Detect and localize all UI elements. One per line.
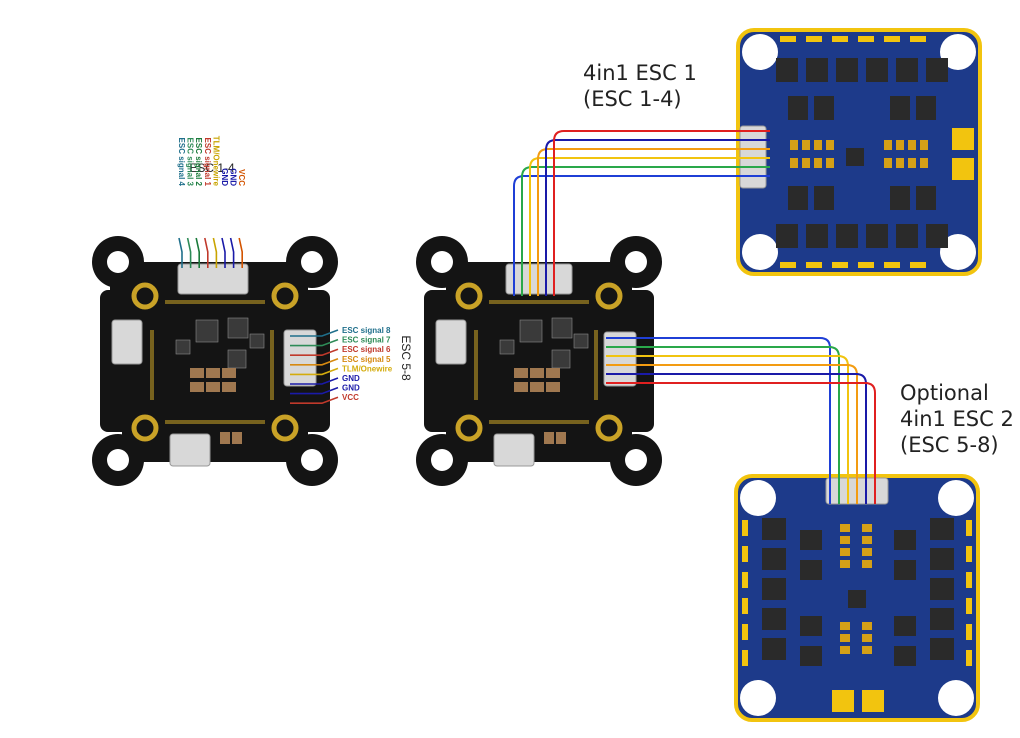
right-pin-label: ESC signal 5 (342, 355, 391, 364)
right-pin-lead (290, 386, 339, 395)
top-pin-label: ESC signal 3 (186, 138, 195, 187)
esc2-title-line2: 4in1 ESC 2 (900, 407, 1014, 431)
wire (606, 382, 876, 504)
top-pin-label: ESC signal 4 (177, 138, 186, 187)
wire (529, 157, 770, 296)
top-pin-label: GND (220, 168, 229, 186)
top-pin-lead (204, 237, 209, 268)
wire (537, 148, 770, 296)
top-pin-lead (229, 237, 235, 268)
right-pin-lead (290, 377, 339, 385)
flight-controller-left (92, 236, 338, 486)
esc-board-2 (734, 474, 980, 722)
esc2-title-line3: (ESC 5-8) (900, 433, 999, 457)
right-pin-lead (290, 358, 339, 366)
right-pin-label: ESC signal 8 (342, 326, 391, 335)
top-pin-label: ESC signal 1 (203, 138, 212, 187)
top-pin-lead (178, 237, 183, 268)
esc1-title-line2: (ESC 1-4) (583, 87, 682, 111)
top-pin-lead (238, 237, 243, 268)
top-pin-label: GND (229, 168, 238, 186)
top-pin-label: VCC (237, 169, 246, 186)
wire-harness-esc1 (513, 130, 770, 296)
right-pin-lead (290, 338, 339, 347)
right-pin-lead (290, 329, 339, 337)
right-pin-label: TLM/Onewire (342, 364, 393, 373)
esc2-title-line1: Optional (900, 381, 989, 405)
top-pin-label: TLM/Onewire (211, 136, 220, 187)
right-pin-label: ESC signal 6 (342, 345, 391, 354)
right-pin-label: GND (342, 374, 360, 383)
esc1-title-line1: 4in1 ESC 1 (583, 61, 697, 85)
top-pin-lead (212, 237, 218, 268)
wire (553, 130, 770, 296)
wire-harness-esc2 (606, 337, 876, 504)
wire (545, 139, 770, 296)
flight-controller-center (416, 236, 662, 486)
right-pin-lead (290, 396, 339, 404)
esc-board-1 (736, 28, 982, 276)
wire (521, 166, 770, 296)
right-pin-label: VCC (342, 393, 359, 402)
right-pin-lead (290, 367, 339, 376)
right-pin-label: ESC signal 7 (342, 336, 391, 345)
top-pin-lead (195, 237, 200, 268)
top-pin-lead (186, 237, 192, 268)
top-pin-label: ESC signal 2 (194, 138, 203, 187)
right-pin-lead (290, 348, 339, 356)
wire (513, 175, 770, 296)
left-connector-top-label: ESC 1-4 (189, 161, 235, 175)
left-connector-right-label: ESC 5-8 (399, 335, 413, 381)
top-pin-lead (221, 237, 226, 268)
right-pin-label: GND (342, 384, 360, 393)
